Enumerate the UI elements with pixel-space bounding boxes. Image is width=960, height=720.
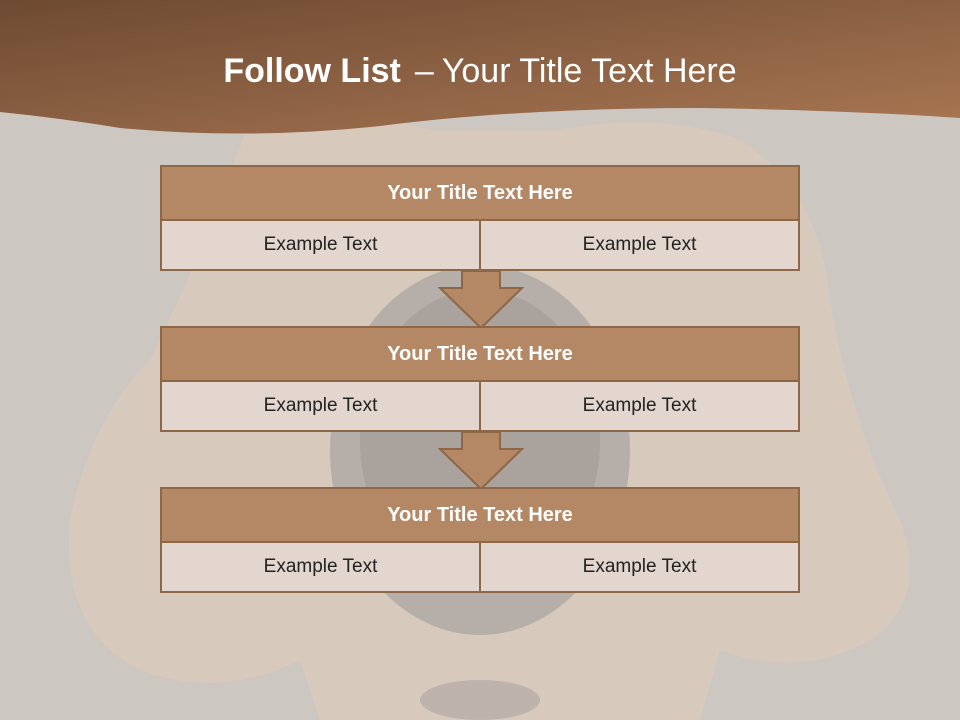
slide-title: Follow List–Your Title Text Here bbox=[0, 52, 960, 91]
title-bold-part: Follow List bbox=[223, 52, 401, 90]
step-block-3: Your Title Text Here Example Text Exampl… bbox=[160, 487, 800, 593]
step-title: Your Title Text Here bbox=[160, 326, 800, 382]
step-cell-right: Example Text bbox=[481, 221, 800, 271]
title-rest-part: Your Title Text Here bbox=[441, 52, 737, 90]
step-title: Your Title Text Here bbox=[160, 487, 800, 543]
step-cell-right: Example Text bbox=[481, 382, 800, 432]
down-arrow-icon bbox=[438, 270, 524, 330]
step-row: Example Text Example Text bbox=[160, 221, 800, 271]
step-block-1: Your Title Text Here Example Text Exampl… bbox=[160, 165, 800, 271]
title-separator: – bbox=[414, 52, 434, 90]
step-row: Example Text Example Text bbox=[160, 543, 800, 593]
header-band bbox=[0, 0, 960, 134]
step-cell-right: Example Text bbox=[481, 543, 800, 593]
step-row: Example Text Example Text bbox=[160, 382, 800, 432]
step-cell-left: Example Text bbox=[160, 543, 481, 593]
step-block-2: Your Title Text Here Example Text Exampl… bbox=[160, 326, 800, 432]
step-title: Your Title Text Here bbox=[160, 165, 800, 221]
down-arrow-icon bbox=[438, 431, 524, 491]
step-cell-left: Example Text bbox=[160, 382, 481, 432]
step-cell-left: Example Text bbox=[160, 221, 481, 271]
